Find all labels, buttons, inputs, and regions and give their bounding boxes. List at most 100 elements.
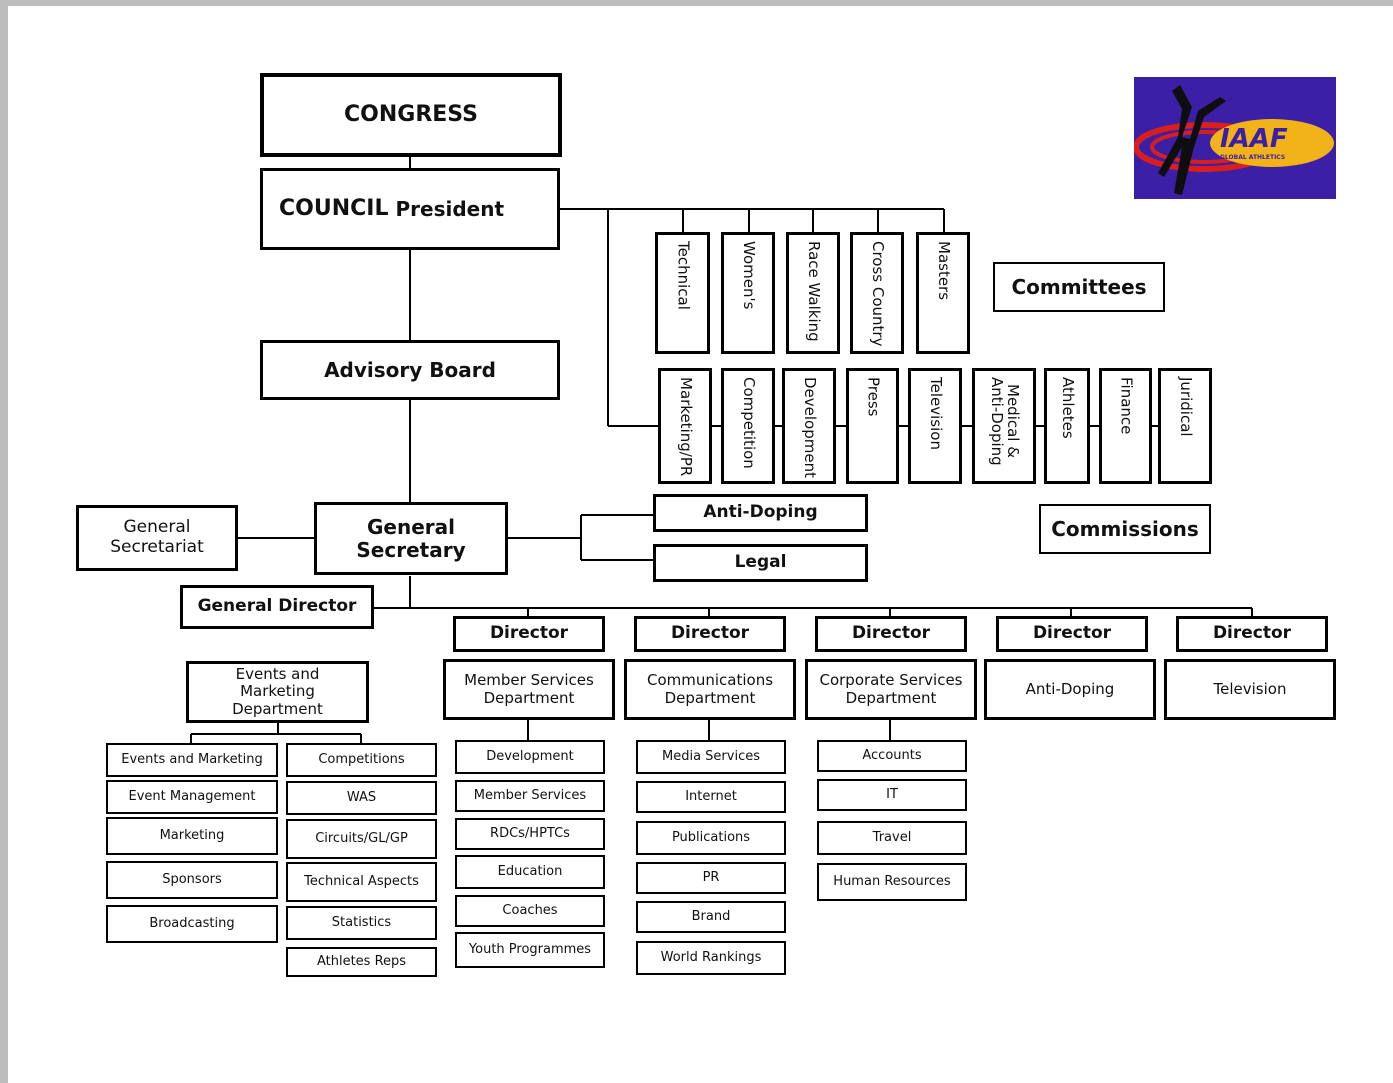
council-label: COUNCIL — [279, 196, 389, 222]
events-col1-item-0-label: Events and Marketing — [121, 751, 263, 767]
director-2-item-2-label: Travel — [872, 829, 912, 845]
commission-0-label: Marketing/PR — [676, 377, 695, 477]
events-col2-item-0: Competitions — [286, 743, 437, 777]
commissions-label-box: Commissions — [1039, 504, 1211, 554]
director-0-item-3: Education — [455, 855, 605, 889]
council-box: COUNCIL President — [260, 168, 560, 250]
director-2-department-label: Corporate Services Department — [819, 671, 963, 707]
commissions-label: Commissions — [1051, 516, 1199, 541]
commission-2-label: Development — [800, 377, 819, 478]
events-col2-item-1: WAS — [286, 781, 437, 815]
director-2-item-1-label: IT — [886, 786, 898, 802]
director-1-item-4: Brand — [636, 901, 786, 933]
director-1-item-3-label: PR — [702, 869, 720, 885]
events-col2-item-4-label: Statistics — [331, 914, 392, 930]
committee-0: Technical — [655, 232, 710, 354]
general-director-label: General Director — [197, 596, 357, 617]
director-4: Director — [1176, 616, 1328, 652]
events-col1-item-3: Sponsors — [106, 861, 278, 899]
director-0-department-label: Member Services Department — [464, 671, 594, 707]
director-1-item-0: Media Services — [636, 740, 786, 774]
commission-4: Television — [908, 368, 962, 484]
committee-4: Masters — [916, 232, 970, 354]
general-secretary-box: General Secretary — [314, 502, 508, 575]
director-1-item-2: Publications — [636, 821, 786, 855]
director-1-department: Communications Department — [624, 659, 796, 720]
committee-0-label: Technical — [674, 241, 693, 310]
logo-text: IAAF — [1220, 124, 1288, 154]
director-1: Director — [634, 616, 786, 652]
director-0-item-4: Coaches — [455, 895, 605, 927]
commission-7-label: Finance — [1117, 377, 1136, 435]
events-col2-item-4: Statistics — [286, 906, 437, 940]
director-2-item-0: Accounts — [817, 740, 967, 772]
committees-label-box: Committees — [993, 262, 1165, 312]
events-col1-item-1: Event Management — [106, 780, 278, 814]
events-marketing-department-label: Events and Marketing Department — [232, 665, 323, 718]
director-4-department: Television — [1164, 659, 1336, 720]
director-4-label: Director — [1212, 623, 1292, 644]
director-1-item-2-label: Publications — [671, 829, 751, 845]
events-col1-item-1-label: Event Management — [128, 788, 256, 804]
director-0-item-1-label: Member Services — [473, 787, 587, 803]
logo-subtext: GLOBAL ATHLETICS — [1220, 154, 1285, 161]
director-1-item-3: PR — [636, 862, 786, 894]
iaaf-logo: IAAF GLOBAL ATHLETICS — [1134, 77, 1336, 199]
director-1-item-5: World Rankings — [636, 941, 786, 975]
director-1-item-0-label: Media Services — [662, 748, 760, 764]
legal-box: Legal — [653, 544, 868, 582]
general-secretariat-label: General Secretariat — [110, 517, 204, 557]
events-col2-item-5-label: Athletes Reps — [316, 953, 407, 969]
events-col2-item-3: Technical Aspects — [286, 862, 437, 902]
events-col1-item-2-label: Marketing — [159, 827, 225, 843]
director-2-item-3: Human Resources — [817, 863, 967, 901]
director-3-label: Director — [1032, 623, 1112, 644]
director-3: Director — [996, 616, 1148, 652]
events-col1-item-4: Broadcasting — [106, 905, 278, 943]
director-2-item-1: IT — [817, 779, 967, 811]
director-2-item-3-label: Human Resources — [833, 873, 951, 889]
director-0-label: Director — [489, 623, 569, 644]
director-3-department-label: Anti-Doping — [1025, 679, 1115, 698]
events-marketing-department-box: Events and Marketing Department — [186, 661, 369, 723]
director-0-item-5: Youth Programmes — [455, 932, 605, 968]
events-col1-item-2: Marketing — [106, 817, 278, 855]
commission-1-label: Competition — [739, 377, 758, 469]
director-2-item-0-label: Accounts — [862, 747, 922, 763]
advisory-board-label: Advisory Board — [324, 357, 496, 382]
director-2-item-2: Travel — [817, 821, 967, 855]
director-1-item-4-label: Brand — [691, 908, 731, 924]
director-2: Director — [815, 616, 967, 652]
committee-4-label: Masters — [934, 241, 953, 301]
committee-1-label: Women's — [739, 241, 758, 310]
committee-3: Cross Country — [850, 232, 904, 354]
commission-4-label: Television — [926, 377, 945, 450]
director-3-department: Anti-Doping — [984, 659, 1156, 720]
anti-doping-label: Anti-Doping — [703, 502, 818, 523]
events-col1-item-0: Events and Marketing — [106, 743, 278, 777]
director-4-department-label: Television — [1213, 679, 1287, 698]
org-chart-page: CONGRESS COUNCIL President Advisory Boar… — [8, 6, 1393, 1083]
commission-5-label: Medical & Anti-Doping — [988, 377, 1022, 466]
events-col2-item-1-label: WAS — [346, 789, 377, 805]
general-secretariat-box: General Secretariat — [76, 505, 238, 571]
anti-doping-box: Anti-Doping — [653, 494, 868, 532]
director-2-department: Corporate Services Department — [805, 659, 977, 720]
committee-2: Race Walking — [786, 232, 840, 354]
director-0-item-1: Member Services — [455, 780, 605, 812]
committees-label: Committees — [1011, 274, 1147, 299]
director-1-item-1: Internet — [636, 781, 786, 813]
events-col1-item-3-label: Sponsors — [162, 871, 222, 887]
congress-label: CONGRESS — [344, 102, 478, 128]
advisory-board-box: Advisory Board — [260, 340, 560, 400]
commission-3-label: Press — [864, 377, 883, 417]
commission-8-label: Juridical — [1176, 377, 1195, 437]
commission-6-label: Athletes — [1058, 377, 1077, 439]
commission-6: Athletes — [1044, 368, 1090, 484]
director-0-item-0: Development — [455, 740, 605, 774]
events-col2-item-0-label: Competitions — [318, 751, 405, 767]
general-secretary-label: General Secretary — [356, 514, 466, 562]
director-0-item-2-label: RDCs/HPTCs — [490, 825, 570, 841]
director-0-item-4-label: Coaches — [502, 902, 558, 918]
commission-0: Marketing/PR — [658, 368, 712, 484]
